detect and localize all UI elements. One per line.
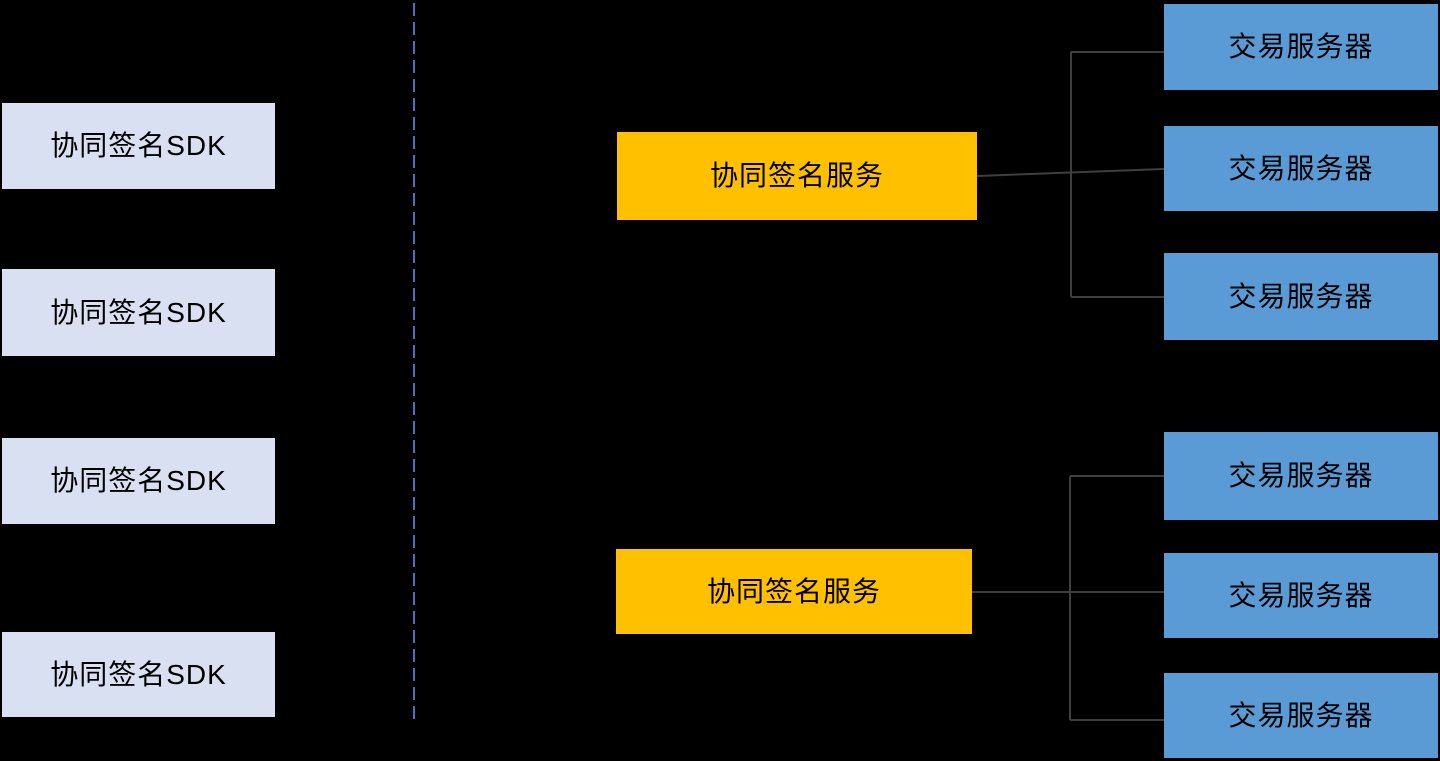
service-box-1: 协同签名服务: [617, 132, 977, 220]
sdk-box-2: 协同签名SDK: [2, 269, 275, 356]
sdk-box-label: 协同签名SDK: [50, 296, 227, 328]
server-box-label: 交易服务器: [1228, 152, 1374, 184]
service-box-2: 协同签名服务: [616, 549, 972, 634]
server-box-label: 交易服务器: [1228, 280, 1374, 312]
sdk-box-label: 协同签名SDK: [50, 658, 227, 690]
server-box-3: 交易服务器: [1164, 253, 1438, 340]
server-box-5: 交易服务器: [1164, 553, 1438, 638]
server-box-1: 交易服务器: [1164, 4, 1438, 90]
sdk-box-1: 协同签名SDK: [2, 103, 275, 189]
server-box-6: 交易服务器: [1164, 673, 1438, 758]
server-box-2: 交易服务器: [1164, 126, 1438, 211]
server-box-label: 交易服务器: [1228, 579, 1374, 611]
service-box-label: 协同签名服务: [709, 160, 884, 191]
sdk-box-label: 协同签名SDK: [50, 465, 227, 496]
sdk-box-label: 协同签名SDK: [50, 130, 227, 161]
server-box-4: 交易服务器: [1164, 432, 1438, 520]
sdk-box-3: 协同签名SDK: [2, 438, 275, 524]
server-box-label: 交易服务器: [1228, 460, 1374, 491]
service-box-label: 协同签名服务: [706, 575, 881, 607]
server-box-label: 交易服务器: [1228, 31, 1374, 62]
server-box-label: 交易服务器: [1228, 699, 1374, 731]
sdk-box-4: 协同签名SDK: [2, 632, 275, 717]
